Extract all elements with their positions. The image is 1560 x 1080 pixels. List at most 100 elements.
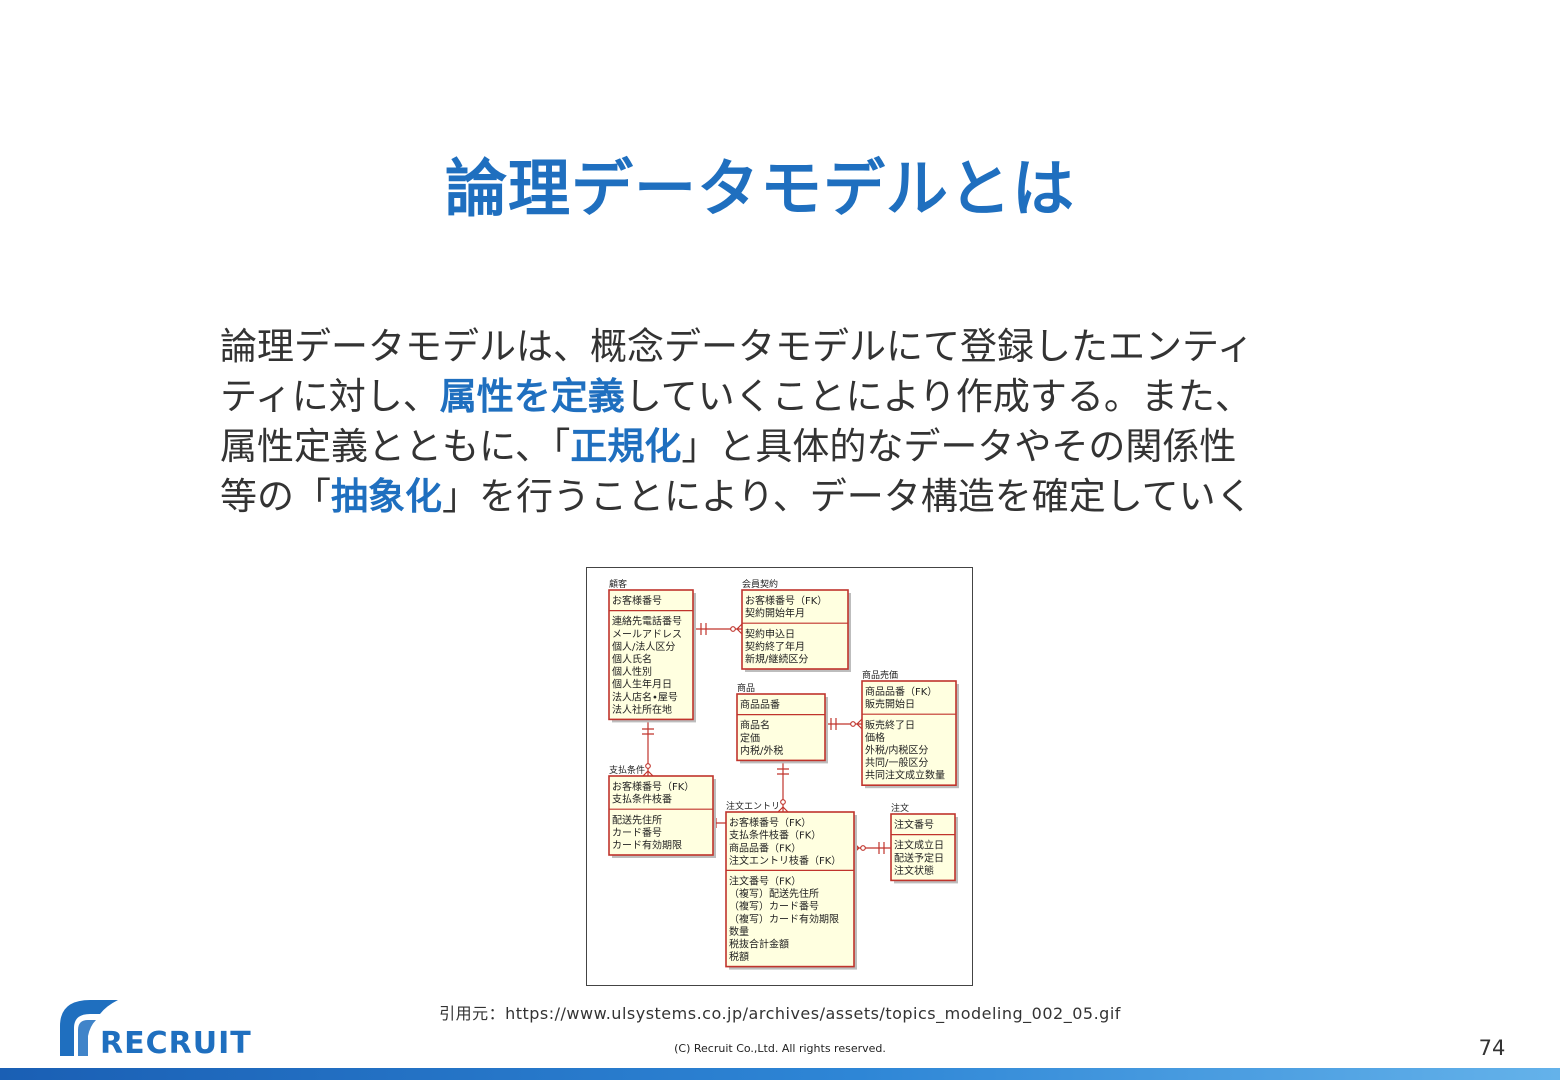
relationship-optional-mark — [860, 845, 866, 851]
footer-bar — [0, 1068, 1560, 1080]
entity-key: 支払条件枝番 — [612, 793, 672, 806]
relationship-product-entry — [777, 763, 789, 813]
relationship-customer-membership — [693, 623, 743, 635]
entity-attribute: 注文番号（FK） — [729, 875, 801, 888]
entity-attribute: メールアドレス — [612, 629, 682, 640]
body-text: 論理データモデルは、概念データモデルにて登録したエンティ ティに対し、属性を定義… — [220, 322, 1360, 522]
body-text-segment: 」を行うことにより、データ構造を確定していく — [442, 475, 1253, 518]
entity-box — [741, 589, 849, 670]
relationship-optional-mark — [645, 763, 651, 769]
entity-attribute: 共同/一般区分 — [865, 756, 928, 769]
relationship-customer-payment — [642, 721, 654, 777]
body-line: ティに対し、属性を定義していくことにより作成する。また、 — [220, 372, 1360, 422]
entity-key: 注文番号 — [894, 818, 934, 831]
entity-name: 商品 — [737, 682, 755, 694]
entity-box — [890, 813, 956, 882]
entity-attribute: 契約終了年月 — [745, 640, 805, 653]
body-text-segment: ティに対し、 — [220, 375, 440, 418]
highlighted-term: 抽象化 — [331, 475, 442, 518]
entity-attribute: 個人性別 — [612, 665, 652, 678]
er-diagram-figure: 顧客お客様番号連絡先電話番号メールアドレス個人/法人区分個人氏名個人性別個人生年… — [586, 567, 973, 986]
entity-box — [608, 589, 694, 721]
entity-attribute: 契約申込日 — [745, 627, 795, 640]
relationship-optional-mark — [780, 799, 786, 805]
entity-key: 注文エントリ枝番（FK） — [729, 854, 841, 867]
copyright: (C) Recruit Co.,Ltd. All rights reserved… — [674, 1042, 886, 1055]
relationship-optional-mark — [730, 626, 736, 632]
entity-attribute: （複写）カード有効期限 — [729, 912, 839, 925]
entity-order_entry: 注文エントリお客様番号（FK）支払条件枝番（FK）商品品番（FK）注文エントリ枝… — [725, 800, 857, 970]
entity-name: 支払条件 — [609, 764, 645, 776]
body-text-segment: 属性定義とともに、「 — [220, 425, 571, 468]
entity-box — [861, 680, 957, 786]
entity-product_price: 商品売価商品品番（FK）販売開始日販売終了日価格外税/内税区分共同/一般区分共同… — [861, 669, 959, 789]
entity-key: 商品品番（FK） — [865, 685, 937, 698]
er-diagram-canvas: 顧客お客様番号連絡先電話番号メールアドレス個人/法人区分個人氏名個人性別個人生年… — [608, 578, 959, 970]
entity-key: お客様番号 — [612, 594, 662, 607]
entity-attribute: 内税/外税 — [740, 744, 783, 757]
entity-customer: 顧客お客様番号連絡先電話番号メールアドレス個人/法人区分個人氏名個人性別個人生年… — [608, 578, 696, 723]
relationship-product-price — [825, 718, 863, 730]
entity-attribute: 配送先住所 — [612, 813, 662, 826]
entity-key: お客様番号（FK） — [729, 816, 811, 829]
entity-attribute: カード番号 — [612, 827, 662, 839]
relationship-optional-mark — [850, 721, 856, 727]
entity-key: 販売開始日 — [865, 698, 915, 711]
entity-box — [725, 811, 855, 968]
entity-attribute: 注文状態 — [894, 864, 934, 877]
entity-attribute: 連絡先電話番号 — [612, 615, 682, 628]
highlighted-term: 属性を定義 — [439, 375, 625, 418]
entity-attribute: （複写）配送先住所 — [729, 887, 819, 900]
page-number: 74 — [1478, 1036, 1506, 1060]
er-entities: 顧客お客様番号連絡先電話番号メールアドレス個人/法人区分個人氏名個人性別個人生年… — [608, 578, 959, 970]
entity-attribute: 外税/内税区分 — [865, 744, 928, 757]
er-relationships — [642, 623, 891, 854]
entity-box — [736, 693, 826, 762]
citation: 引用元：https://www.ulsystems.co.jp/archives… — [439, 1004, 1121, 1023]
body-text-segment: 論理データモデルは、概念データモデルにて登録したエンティ — [220, 325, 1254, 368]
recruit-logo-mark: RECRUIT — [60, 1000, 252, 1061]
entity-attribute: 定価 — [740, 731, 760, 744]
entity-attribute: 法人店名•屋号 — [612, 690, 678, 703]
entity-attribute: 数量 — [729, 925, 749, 938]
entity-attribute: 税額 — [729, 950, 749, 963]
entity-key: お客様番号（FK） — [745, 594, 827, 607]
slide-title: 論理データモデルとは — [444, 152, 1075, 225]
entity-name: 商品売価 — [862, 669, 898, 681]
entity-attribute: 法人社所在地 — [612, 703, 672, 716]
highlighted-term: 正規化 — [570, 425, 682, 468]
entity-name: 注文エントリ — [726, 800, 780, 812]
entity-attribute: 商品名 — [740, 719, 770, 732]
entity-name: 会員契約 — [742, 578, 778, 590]
entity-attribute: 新規/継続区分 — [745, 653, 808, 666]
entity-name: 顧客 — [609, 578, 627, 590]
entity-attribute: 税抜合計金額 — [729, 938, 789, 951]
body-line: 属性定義とともに、「正規化」と具体的なデータやその関係性 — [220, 422, 1360, 472]
entity-name: 注文 — [891, 802, 909, 814]
body-text-segment: していくことにより作成する。また、 — [624, 375, 1252, 418]
body-text-segment: 」と具体的なデータやその関係性 — [681, 425, 1237, 468]
logo-wordmark: RECRUIT — [100, 1026, 252, 1060]
entity-attribute: 価格 — [865, 731, 885, 744]
entity-attribute: 配送予定日 — [894, 851, 944, 864]
entity-box — [608, 775, 714, 856]
entity-attribute: カード有効期限 — [612, 839, 682, 852]
entity-key: 支払条件枝番（FK） — [729, 829, 821, 842]
entity-key: 契約開始年月 — [745, 607, 805, 620]
entity-attribute: 個人/法人区分 — [612, 640, 675, 653]
entity-attribute: 個人生年月日 — [612, 678, 672, 691]
body-line: 論理データモデルは、概念データモデルにて登録したエンティ — [220, 322, 1360, 372]
entity-attribute: 共同注文成立数量 — [865, 769, 945, 782]
entity-key: 商品品番 — [740, 698, 780, 711]
entity-attribute: 個人氏名 — [612, 653, 652, 666]
entity-key: 商品品番（FK） — [729, 841, 801, 854]
entity-attribute: 販売終了日 — [865, 718, 915, 731]
body-text-segment: 等の「 — [220, 475, 331, 518]
entity-key: お客様番号（FK） — [612, 780, 694, 793]
entity-attribute: （複写）カード番号 — [729, 900, 819, 913]
entity-attribute: 注文成立日 — [894, 839, 944, 852]
